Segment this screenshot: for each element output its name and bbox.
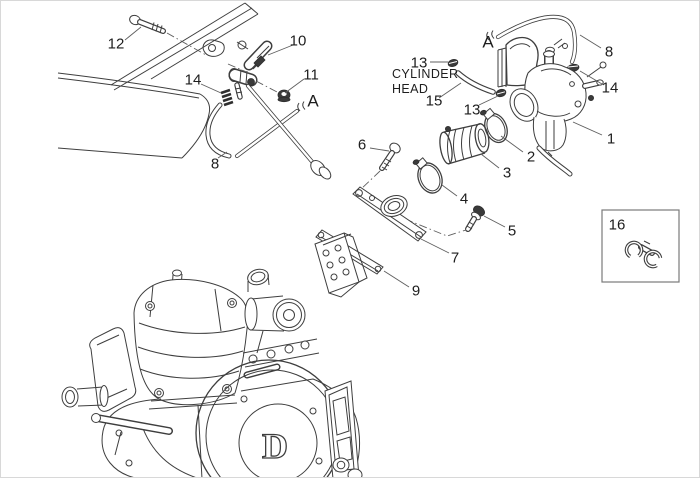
callout-2: 2 bbox=[526, 148, 536, 166]
callout-16: 16 bbox=[608, 216, 626, 234]
hose-break-mark-left bbox=[297, 101, 306, 112]
tap-nut-axis bbox=[255, 80, 280, 94]
bolt-5 bbox=[465, 205, 485, 232]
clamp-2 bbox=[480, 107, 508, 144]
fuel-hose-8-right bbox=[486, 14, 578, 65]
nut-11 bbox=[277, 89, 291, 103]
bolt-6 bbox=[379, 142, 401, 171]
inset-box-16 bbox=[601, 209, 680, 283]
intake-elbow bbox=[497, 36, 539, 88]
spring-clip-14-left bbox=[220, 88, 234, 107]
callout-1: 1 bbox=[606, 130, 616, 148]
cylinder-head-note: CYLINDER HEAD bbox=[392, 67, 458, 97]
callout-13-lower: 13 bbox=[463, 101, 481, 119]
callout-8-left: 8 bbox=[210, 155, 220, 173]
intake-boot bbox=[439, 123, 490, 165]
callout-8-right: 8 bbox=[604, 43, 614, 61]
callout-11: 11 bbox=[303, 66, 319, 84]
section-marker-a-left: A bbox=[307, 91, 319, 111]
callout-5: 5 bbox=[507, 222, 517, 240]
cylinder-head-note-line1: CYLINDER bbox=[392, 67, 459, 81]
callout-12: 12 bbox=[107, 35, 125, 53]
reed-valve bbox=[314, 229, 384, 298]
callout-9: 9 bbox=[411, 282, 421, 300]
fuel-hose-8-left bbox=[205, 101, 306, 159]
leader-lines bbox=[124, 26, 603, 288]
fuel-line-to-carb bbox=[246, 84, 332, 180]
fuel-tank-panel bbox=[57, 72, 211, 159]
frame-spar bbox=[110, 2, 259, 91]
callout-13-upper: 13 bbox=[410, 54, 428, 72]
bolt-5-axis bbox=[404, 218, 467, 237]
callout-14-left: 14 bbox=[184, 71, 202, 89]
clip-13-lower bbox=[495, 88, 507, 98]
double-hose-clip bbox=[624, 240, 663, 269]
clip-13-upper bbox=[447, 59, 459, 67]
inlet-manifold bbox=[352, 186, 427, 242]
clamp-4 bbox=[412, 157, 443, 194]
callout-6: 6 bbox=[357, 136, 367, 154]
engine: D bbox=[61, 268, 363, 477]
tap-bracket bbox=[202, 39, 249, 57]
hose-15 bbox=[455, 70, 496, 95]
fuel-tap bbox=[228, 40, 273, 100]
engine-logo-d: D bbox=[262, 426, 288, 466]
hose-break-mark-right bbox=[486, 30, 495, 41]
bolt-6-axis bbox=[357, 170, 381, 193]
cylinder-head-note-line2: HEAD bbox=[392, 82, 429, 96]
callout-7: 7 bbox=[450, 249, 460, 267]
bolt-12 bbox=[129, 14, 166, 34]
callout-10: 10 bbox=[289, 32, 307, 50]
callout-4: 4 bbox=[459, 190, 469, 208]
callout-3: 3 bbox=[502, 164, 512, 182]
bolt-12-axis bbox=[166, 32, 207, 56]
carburettor bbox=[509, 38, 607, 177]
callout-14-right: 14 bbox=[601, 79, 619, 97]
bracket-tap-axis bbox=[227, 63, 250, 74]
section-marker-a-right: A bbox=[482, 32, 494, 52]
callout-15: 15 bbox=[425, 92, 443, 110]
